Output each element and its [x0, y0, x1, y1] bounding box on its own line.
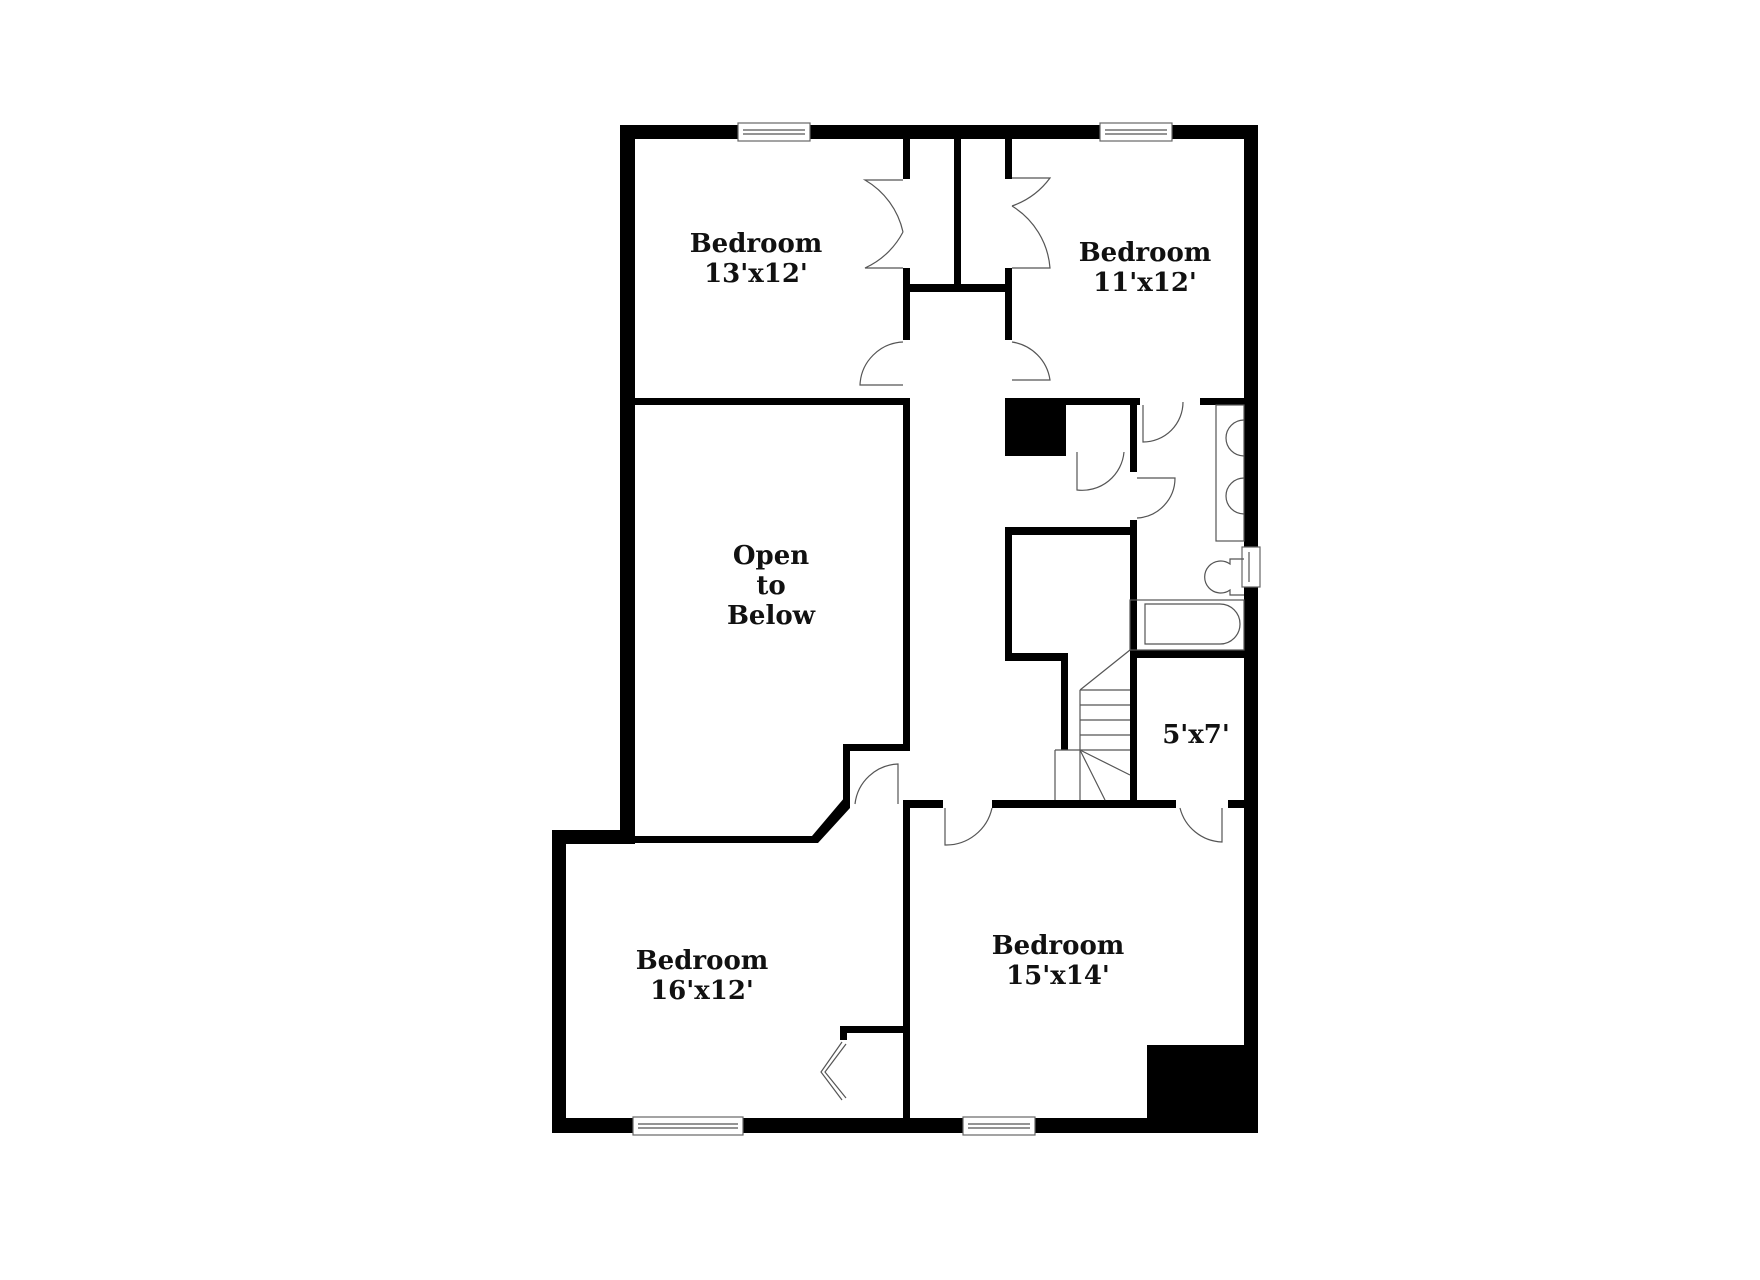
room-name: Bedroom — [991, 931, 1125, 961]
room-label-bedroom-sw: Bedroom 16'x12' — [636, 946, 769, 1006]
room-name: Bedroom — [1078, 238, 1212, 268]
room-name: Bedroom — [689, 229, 823, 259]
room-dimensions: 16'x12' — [650, 976, 754, 1006]
interior-walls — [635, 139, 1258, 1133]
room-label-bedroom-ne: Bedroom 11'x12' — [1079, 238, 1212, 298]
room-dimensions: 15'x14' — [1006, 961, 1110, 991]
label-line: to — [756, 571, 786, 601]
windows — [632, 122, 1261, 1136]
room-label-open-to-below: Open to Below — [727, 541, 815, 631]
stairs — [1054, 649, 1131, 801]
doors — [820, 177, 1223, 1101]
room-dimensions: 11'x12' — [1093, 268, 1197, 298]
label-line: Below — [726, 601, 816, 631]
room-label-bedroom-se: Bedroom 15'x14' — [992, 931, 1125, 991]
room-label-closet-5x7: 5'x7' — [1162, 720, 1230, 750]
room-dimensions: 13'x12' — [704, 259, 808, 289]
room-dimensions: 5'x7' — [1162, 720, 1230, 750]
bath-fixtures — [1129, 404, 1245, 651]
room-name: Bedroom — [635, 946, 769, 976]
room-label-bedroom-nw: Bedroom 13'x12' — [690, 229, 823, 289]
label-line: Open — [732, 541, 810, 571]
